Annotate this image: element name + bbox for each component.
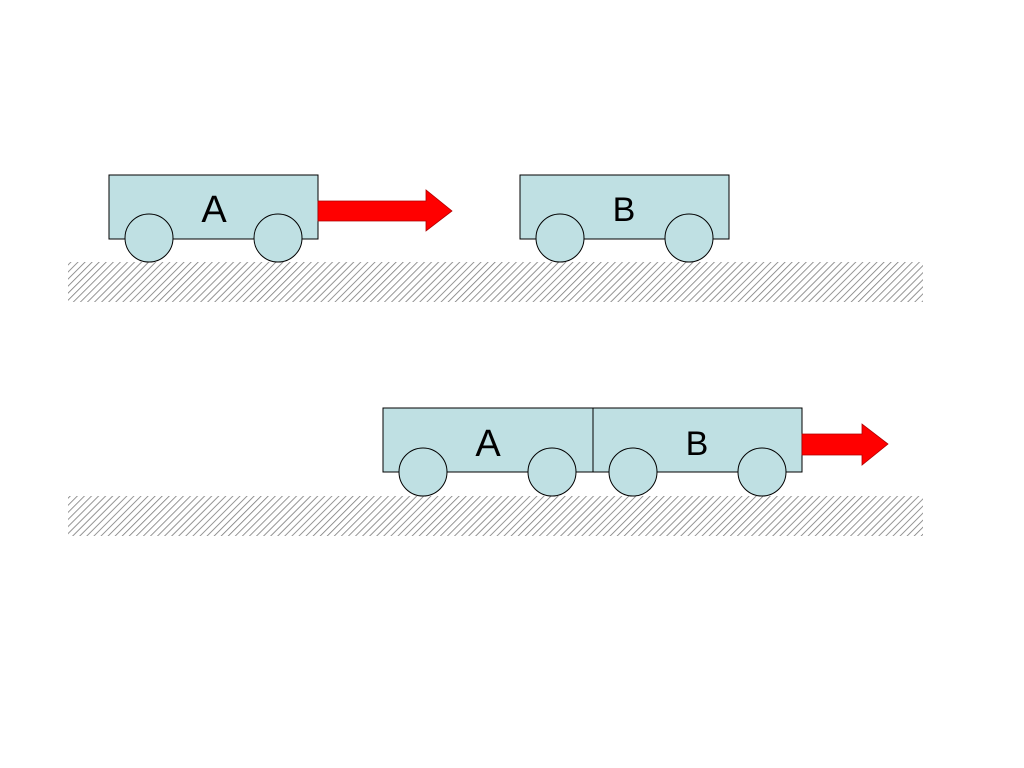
wheel: [608, 447, 658, 497]
wheel: [527, 447, 577, 497]
cart-label: B: [686, 425, 709, 463]
wheel: [664, 213, 714, 263]
right-arrow-icon: [317, 189, 453, 232]
cart-b: B: [592, 407, 803, 497]
cart-label: B: [613, 191, 636, 229]
cart-label: A: [201, 189, 227, 231]
scene-after: A B: [68, 407, 923, 536]
scene-before: A B: [68, 174, 923, 302]
wheel: [398, 447, 448, 497]
ground-surface: [68, 496, 923, 536]
right-arrow-icon: [801, 423, 889, 466]
ground-surface: [68, 262, 923, 302]
wheel: [535, 213, 585, 263]
wheel: [253, 213, 303, 263]
cart-label: A: [475, 423, 501, 465]
cart-a: A: [108, 174, 319, 263]
wheel: [124, 213, 174, 263]
cart-a: A: [382, 407, 594, 497]
cart-b: B: [519, 174, 730, 263]
wheel: [737, 447, 787, 497]
